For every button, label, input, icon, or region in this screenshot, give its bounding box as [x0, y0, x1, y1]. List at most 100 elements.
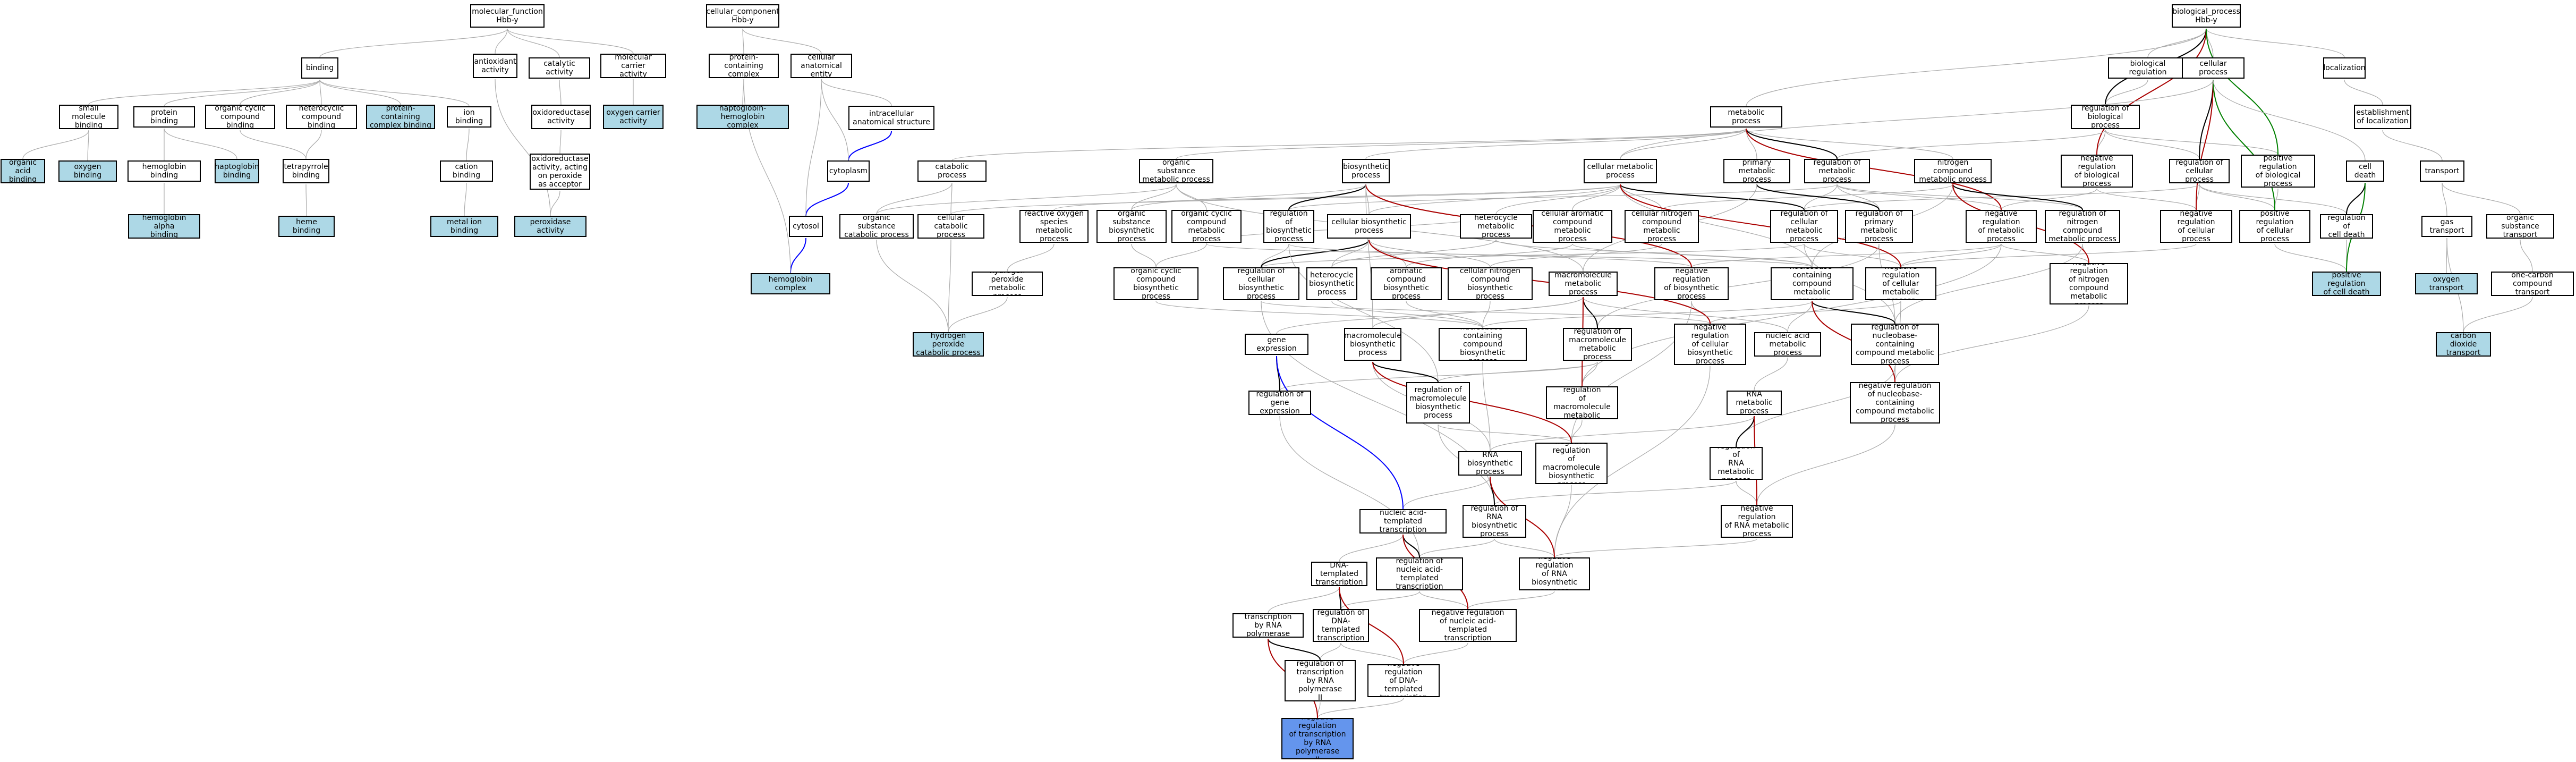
- go-term-metalion[interactable]: metal ion binding: [430, 216, 498, 237]
- go-term-cellaromatic[interactable]: cellular aromatic compound metabolic pro…: [1533, 210, 1612, 243]
- go-term-posregcell[interactable]: positive regulation of cellular process: [2239, 210, 2310, 243]
- go-term-hemocomplex[interactable]: hemoglobin complex: [751, 273, 830, 294]
- go-term-regnitromet[interactable]: regulation of nitrogen compound metaboli…: [2045, 210, 2120, 243]
- go-term-smallmol[interactable]: small molecule binding: [59, 105, 118, 129]
- go-term-macrobio[interactable]: macromolecule biosynthetic process: [1344, 328, 1401, 361]
- go-term-localization[interactable]: localization: [2323, 57, 2366, 79]
- go-term-negregmacromet[interactable]: negative regulation of macromolecule met…: [1546, 386, 1618, 419]
- go-term-negregnucleobase[interactable]: negative regulation of nucleobase-contai…: [1850, 382, 1940, 424]
- go-term-regnucacidtrans[interactable]: regulation of nucleic acid-templated tra…: [1376, 557, 1463, 590]
- go-term-primmet[interactable]: primary metabolic process: [1723, 159, 1790, 183]
- go-term-peroxidase[interactable]: peroxidase activity: [514, 216, 586, 237]
- go-term-orgcyc[interactable]: organic cyclic compound binding: [205, 105, 275, 129]
- go-term-protcontcomplex[interactable]: protein-containing complex: [709, 54, 779, 78]
- go-term-nucleobasemet[interactable]: nucleobase-containing compound metabolic…: [1771, 267, 1854, 300]
- go-term-regbiosynth[interactable]: regulation of biosynthetic process: [1263, 210, 1314, 243]
- go-term-hetcyc[interactable]: heterocyclic compound binding: [286, 105, 357, 129]
- go-term-nucleobasebio[interactable]: nucleobase-containing compound biosynthe…: [1439, 328, 1527, 361]
- go-term-regcelldeath[interactable]: regulation of cell death: [2320, 214, 2373, 239]
- go-term-intracell[interactable]: intracellular anatomical structure: [848, 106, 934, 130]
- go-term-cellnitrobio[interactable]: cellular nitrogen compound biosynthetic …: [1448, 267, 1533, 300]
- go-term-cytoplasm[interactable]: cytoplasm: [827, 160, 870, 182]
- go-term-negregbio[interactable]: negative regulation of biological proces…: [2061, 155, 2133, 188]
- go-term-pccbind[interactable]: protein-containing complex binding: [366, 105, 435, 129]
- go-term-orgacid[interactable]: organic acid binding: [1, 159, 45, 183]
- go-term-negregcell[interactable]: negative regulation of cellular process: [2160, 210, 2232, 243]
- go-term-hemebind[interactable]: heme binding: [278, 216, 335, 237]
- go-term-biosynth[interactable]: biosynthetic process: [1342, 159, 1390, 183]
- go-term-cellproc[interactable]: cellular process: [2182, 57, 2245, 79]
- go-term-rnamet[interactable]: RNA metabolic process: [1727, 391, 1782, 415]
- go-term-orgsubtrans[interactable]: organic substance transport: [2486, 214, 2554, 239]
- go-term-regcellmet[interactable]: regulation of cellular metabolic process: [1770, 210, 1838, 243]
- go-term-oxred[interactable]: oxidoreductase activity: [531, 105, 591, 129]
- go-term-macromet[interactable]: macromolecule metabolic process: [1549, 272, 1618, 296]
- go-term-tetrapyr[interactable]: tetrapyrrole binding: [283, 159, 329, 183]
- go-term-geneexp[interactable]: gene expression: [1245, 334, 1308, 355]
- go-term-aromaticbio[interactable]: aromatic compound biosynthetic process: [1371, 267, 1442, 300]
- go-term-orgsubcat[interactable]: organic substance catabolic process: [839, 214, 914, 239]
- go-term-h2o2cat[interactable]: hydrogen peroxide catabolic process: [913, 332, 984, 357]
- go-term-oxygentransport[interactable]: oxygen transport: [2415, 273, 2478, 294]
- go-term-haptobind[interactable]: haptoglobin binding: [215, 159, 259, 183]
- go-term-nucacidtrans[interactable]: nucleic acid-templated transcription: [1359, 509, 1447, 534]
- go-term-regtransrnapol2[interactable]: regulation of transcription by RNA polym…: [1285, 660, 1356, 701]
- go-term-reggeneexp[interactable]: regulation of gene expression: [1248, 391, 1311, 415]
- go-term-posregcelldeath[interactable]: positive regulation of cell death: [2312, 272, 2381, 296]
- go-term-regcellproc[interactable]: regulation of cellular process: [2169, 159, 2230, 183]
- go-term-mf[interactable]: molecular_function Hbb-y: [470, 4, 545, 28]
- go-term-cc[interactable]: cellular_component Hbb-y: [706, 4, 779, 28]
- go-term-regrnabio[interactable]: regulation of RNA biosynthetic process: [1463, 505, 1526, 538]
- go-term-antiox[interactable]: antioxidant activity: [473, 54, 517, 78]
- go-term-orgsubmet[interactable]: organic substance metabolic process: [1139, 159, 1213, 183]
- go-term-cellcat[interactable]: cellular catabolic process: [917, 214, 984, 239]
- go-term-negregdnatrans[interactable]: negative regulation of DNA-templated tra…: [1367, 664, 1440, 697]
- go-term-catalytic[interactable]: catalytic activity: [529, 57, 590, 79]
- go-term-ros[interactable]: reactive oxygen species metabolic proces…: [1019, 210, 1089, 243]
- go-term-ionbind[interactable]: ion binding: [447, 106, 491, 128]
- go-term-nucacidmet[interactable]: nucleic acid metabolic process: [1754, 332, 1821, 357]
- go-term-regrnamet[interactable]: regulation of RNA metabolic process: [1710, 447, 1763, 480]
- go-term-cellbiosynth[interactable]: cellular biosynthetic process: [1327, 214, 1411, 239]
- go-term-gastransport[interactable]: gas transport: [2421, 216, 2472, 237]
- go-term-bp[interactable]: biological_process Hbb-y: [2172, 4, 2241, 28]
- go-term-hemobind[interactable]: hemoglobin binding: [127, 160, 201, 182]
- go-term-posregbio[interactable]: positive regulation of biological proces…: [2241, 155, 2315, 188]
- go-term-oxygencarrier[interactable]: oxygen carrier activity: [603, 105, 664, 129]
- go-term-cellanat[interactable]: cellular anatomical entity: [790, 54, 852, 78]
- go-term-hetcycbio[interactable]: heterocycle biosynthetic process: [1306, 267, 1357, 300]
- go-term-regcellbio[interactable]: regulation of cellular biosynthetic proc…: [1223, 267, 1299, 300]
- go-term-negregmacrobio[interactable]: negative regulation of macromolecule bio…: [1535, 443, 1608, 484]
- go-term-regmacromet[interactable]: regulation of macromolecule metabolic pr…: [1563, 328, 1632, 361]
- go-term-protbind[interactable]: protein binding: [133, 106, 195, 128]
- go-term-cytosol[interactable]: cytosol: [789, 216, 823, 237]
- go-term-h2o2met[interactable]: hydrogen peroxide metabolic process: [972, 272, 1043, 296]
- go-term-nitromet[interactable]: nitrogen compound metabolic process: [1914, 159, 1992, 183]
- go-term-celldeath[interactable]: cell death: [2346, 160, 2384, 182]
- go-term-negregrnabio[interactable]: negative regulation of RNA biosynthetic …: [1519, 557, 1590, 590]
- go-term-negregcellbio[interactable]: negative regulation of cellular biosynth…: [1674, 324, 1746, 365]
- go-term-regmet[interactable]: regulation of metabolic process: [1804, 159, 1870, 183]
- go-term-orgcycbio[interactable]: organic cyclic compound biosynthetic pro…: [1113, 267, 1198, 300]
- go-term-negregnucacidtrans[interactable]: negative regulation of nucleic acid-temp…: [1419, 609, 1517, 642]
- go-term-regprimmet[interactable]: regulation of primary metabolic process: [1845, 210, 1913, 243]
- go-term-regbioproc[interactable]: regulation of biological process: [2071, 105, 2140, 129]
- go-term-oxredperox[interactable]: oxidoreductase activity, acting on perox…: [530, 154, 590, 190]
- go-term-cellnitro[interactable]: cellular nitrogen compound metabolic pro…: [1625, 210, 1699, 243]
- go-term-cationbind[interactable]: cation binding: [440, 160, 493, 182]
- go-term-catabolic[interactable]: catabolic process: [917, 160, 987, 182]
- go-term-metproc[interactable]: metabolic process: [1710, 106, 1782, 128]
- go-term-onecarbon[interactable]: one-carbon compound transport: [2491, 272, 2574, 296]
- go-term-negregbiosynth[interactable]: negative regulation of biosynthetic proc…: [1654, 267, 1729, 300]
- go-term-bioreg[interactable]: biological regulation: [2108, 57, 2188, 79]
- go-term-negregmet[interactable]: negative regulation of metabolic process: [1966, 210, 2037, 243]
- go-term-rnabio[interactable]: RNA biosynthetic process: [1458, 451, 1522, 476]
- go-term-negregtransrnapol2[interactable]: negative regulation of transcription by …: [1281, 718, 1354, 759]
- go-term-estloc[interactable]: establishment of localization: [2354, 105, 2411, 129]
- go-term-negregnitro[interactable]: negative regulation of nitrogen compound…: [2050, 263, 2128, 304]
- go-term-regnucleobase[interactable]: regulation of nucleobase-containing comp…: [1851, 324, 1939, 365]
- go-term-dnatrans[interactable]: DNA-templated transcription: [1311, 562, 1367, 586]
- go-term-carbondioxide[interactable]: carbon dioxide transport: [2436, 332, 2491, 357]
- go-term-negregrnamet[interactable]: negative regulation of RNA metabolic pro…: [1721, 505, 1793, 538]
- go-term-cellmet[interactable]: cellular metabolic process: [1584, 159, 1657, 183]
